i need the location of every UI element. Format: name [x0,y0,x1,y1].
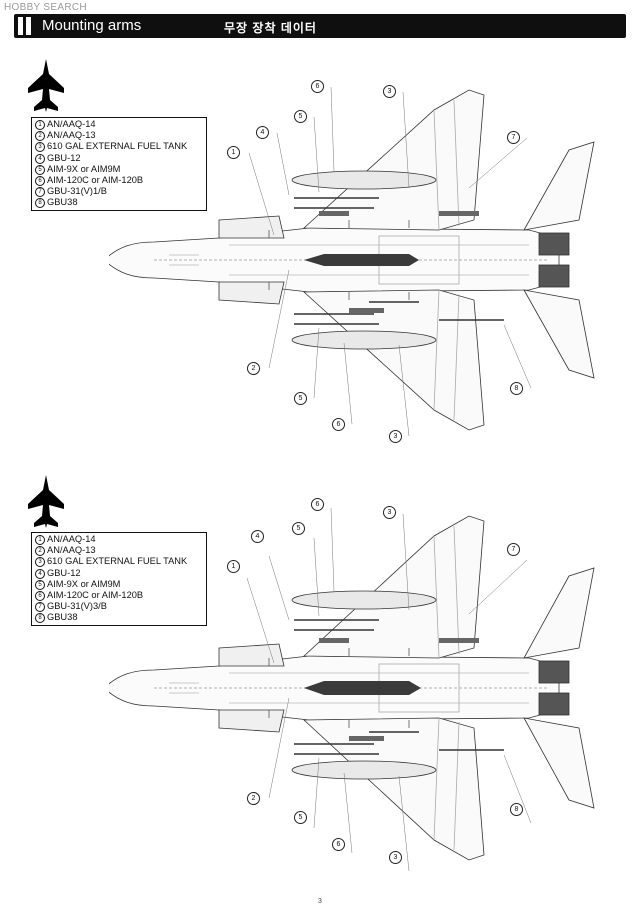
callout-marker: 6 [311,80,324,93]
watermark: HOBBY SEARCH [4,2,87,13]
callout-marker: 7 [507,131,520,144]
aircraft-silhouette-icon [28,475,64,528]
aircraft-underside-drawing [109,507,595,872]
callout-marker: 3 [389,430,402,443]
section-title-ko: 무장 장착 데이터 [224,21,317,35]
callout-marker: 2 [247,362,260,375]
callout-marker: 6 [332,838,345,851]
callout-marker: 5 [294,110,307,123]
callout-marker: 8 [510,803,523,816]
callout-marker: 3 [383,85,396,98]
section-marker-icon [18,17,34,35]
aircraft-silhouette-icon [28,59,64,112]
callout-marker: 4 [251,530,264,543]
callout-marker: 3 [383,506,396,519]
aircraft-underside-drawing [109,86,595,437]
section-title-en: Mounting arms [42,17,142,34]
callout-marker: 1 [227,146,240,159]
callout-marker: 2 [247,792,260,805]
callout-marker: 8 [510,382,523,395]
page-number: 3 [318,898,322,905]
callout-marker: 5 [294,392,307,405]
callout-marker: 5 [294,811,307,824]
callout-marker: 1 [227,560,240,573]
callout-marker: 3 [389,851,402,864]
callout-marker: 5 [292,522,305,535]
callout-marker: 7 [507,543,520,556]
callout-marker: 4 [256,126,269,139]
callout-marker: 6 [311,498,324,511]
callout-marker: 6 [332,418,345,431]
section-header: Mounting arms 무장 장착 데이터 [14,14,626,38]
